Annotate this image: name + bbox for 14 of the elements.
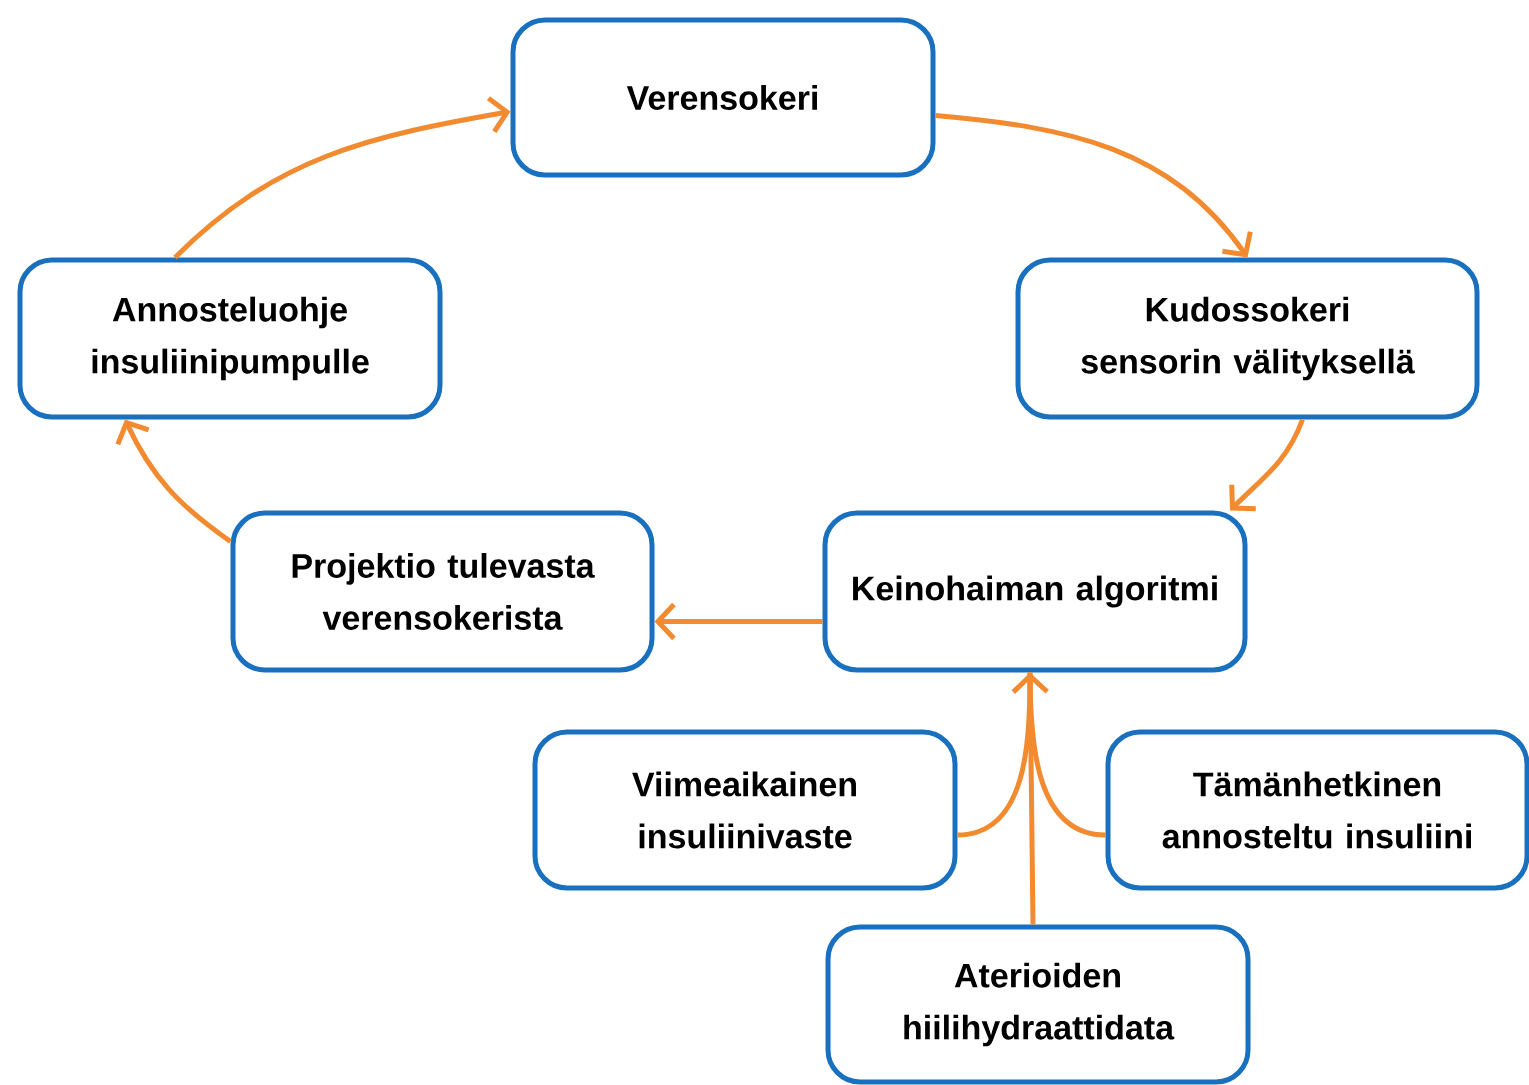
process-box: Aterioiden hiilihydraattidata xyxy=(825,924,1251,1085)
process-box: Kudossokeri sensorin välityksellä xyxy=(1015,257,1480,420)
arrow xyxy=(654,602,823,641)
process-box: Tämänhetkinen annosteltu insuliini xyxy=(1105,729,1529,891)
process-box: Projektio tulevasta verensokerista xyxy=(230,510,655,673)
process-box: Annosteluohje insuliinipumpulle xyxy=(17,257,443,420)
process-box: Viimeaikainen insuliinivaste xyxy=(532,729,958,891)
arrow xyxy=(173,96,511,260)
process-box: Keinohaiman algoritmi xyxy=(822,510,1248,673)
process-box: Verensokeri xyxy=(510,17,936,178)
arrow xyxy=(115,419,232,544)
arrow xyxy=(935,113,1253,258)
arrow xyxy=(1011,672,1049,925)
arrow xyxy=(1229,418,1305,512)
